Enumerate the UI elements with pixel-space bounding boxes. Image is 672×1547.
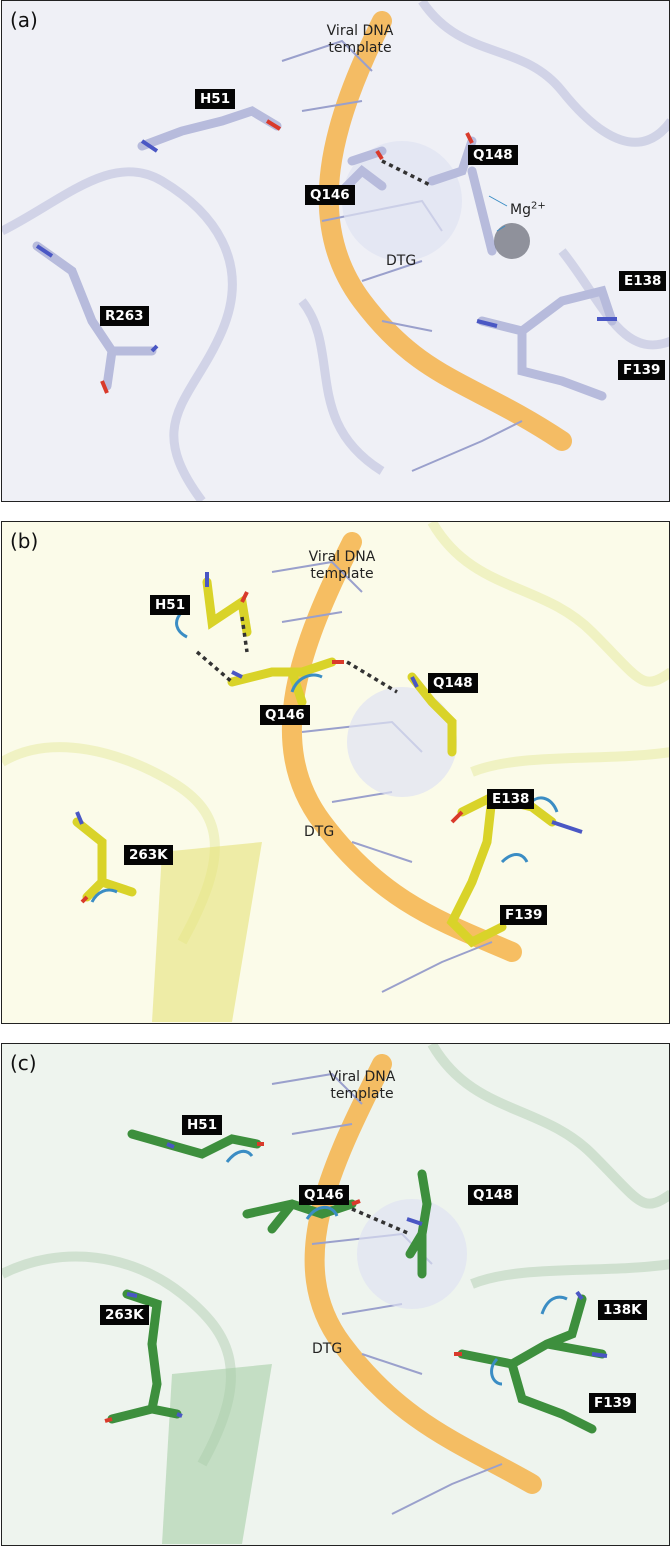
residue-label: F139 bbox=[589, 1393, 637, 1413]
dna-backbone bbox=[282, 532, 522, 962]
panel-b: (b) Viral DNA template DTG H51 Q146 Q148… bbox=[1, 521, 670, 1024]
residue-label: H51 bbox=[195, 89, 236, 109]
residue-label: Q146 bbox=[260, 705, 310, 725]
residue-label: Q148 bbox=[428, 673, 478, 693]
ion-leader bbox=[488, 195, 508, 232]
hbond bbox=[351, 1207, 411, 1236]
panel-b-structure bbox=[2, 522, 669, 1022]
dtg-mesh bbox=[342, 141, 462, 261]
oxygen-atoms bbox=[104, 1142, 462, 1423]
dna-backbone bbox=[304, 1054, 542, 1494]
dna-backbone bbox=[318, 11, 572, 451]
mg-ion bbox=[494, 223, 530, 259]
panel-a-structure bbox=[2, 1, 669, 501]
nitrogen-atoms bbox=[35, 139, 617, 353]
panel-label: (c) bbox=[10, 1051, 37, 1075]
nitrogen-atoms bbox=[75, 572, 583, 834]
ion-label: Mg2+ bbox=[510, 200, 546, 218]
panel-label: (a) bbox=[10, 8, 38, 32]
residue-label: R263 bbox=[100, 306, 149, 326]
beta-sheet bbox=[152, 842, 262, 1022]
residue-label: Q146 bbox=[305, 185, 355, 205]
panel-label: (b) bbox=[10, 529, 39, 553]
panel-c: (c) Viral DNA template DTG H51 Q146 Q148… bbox=[1, 1043, 670, 1546]
drug-label: DTG bbox=[304, 824, 335, 840]
hbonds bbox=[195, 616, 398, 694]
movement-arrows bbox=[225, 1149, 568, 1386]
panel-a: (a) Viral DNA template DTG Mg2+ H51 Q146… bbox=[1, 0, 670, 502]
protein-ribbon bbox=[2, 1044, 669, 1467]
oxygen-atoms bbox=[100, 119, 474, 394]
residue-label: 138K bbox=[598, 1300, 647, 1320]
panel-c-structure bbox=[2, 1044, 669, 1544]
residue-label: F139 bbox=[618, 360, 666, 380]
residue-label: 263K bbox=[100, 1305, 149, 1325]
dtg-mesh bbox=[347, 687, 457, 797]
residue-label: E138 bbox=[619, 271, 667, 291]
residue-label: H51 bbox=[150, 595, 191, 615]
drug-label: DTG bbox=[312, 1341, 343, 1357]
residue-label: E138 bbox=[487, 789, 535, 809]
oxygen-atoms bbox=[80, 591, 464, 904]
beta-sheet bbox=[162, 1364, 272, 1544]
residue-label: Q148 bbox=[468, 145, 518, 165]
residue-label: Q148 bbox=[468, 1185, 518, 1205]
residue-label: 263K bbox=[124, 845, 173, 865]
residue-label: F139 bbox=[500, 905, 548, 925]
residue-label: H51 bbox=[182, 1115, 223, 1135]
hbond bbox=[381, 159, 433, 188]
residue-label: Q146 bbox=[299, 1185, 349, 1205]
dna-template-label: Viral DNA template bbox=[326, 23, 394, 56]
residue-sticks bbox=[72, 577, 557, 948]
nitrogen-atoms bbox=[126, 1142, 608, 1418]
drug-label: DTG bbox=[386, 253, 417, 269]
dna-template-label: Viral DNA template bbox=[308, 549, 376, 582]
dna-template-label: Viral DNA template bbox=[328, 1069, 396, 1102]
